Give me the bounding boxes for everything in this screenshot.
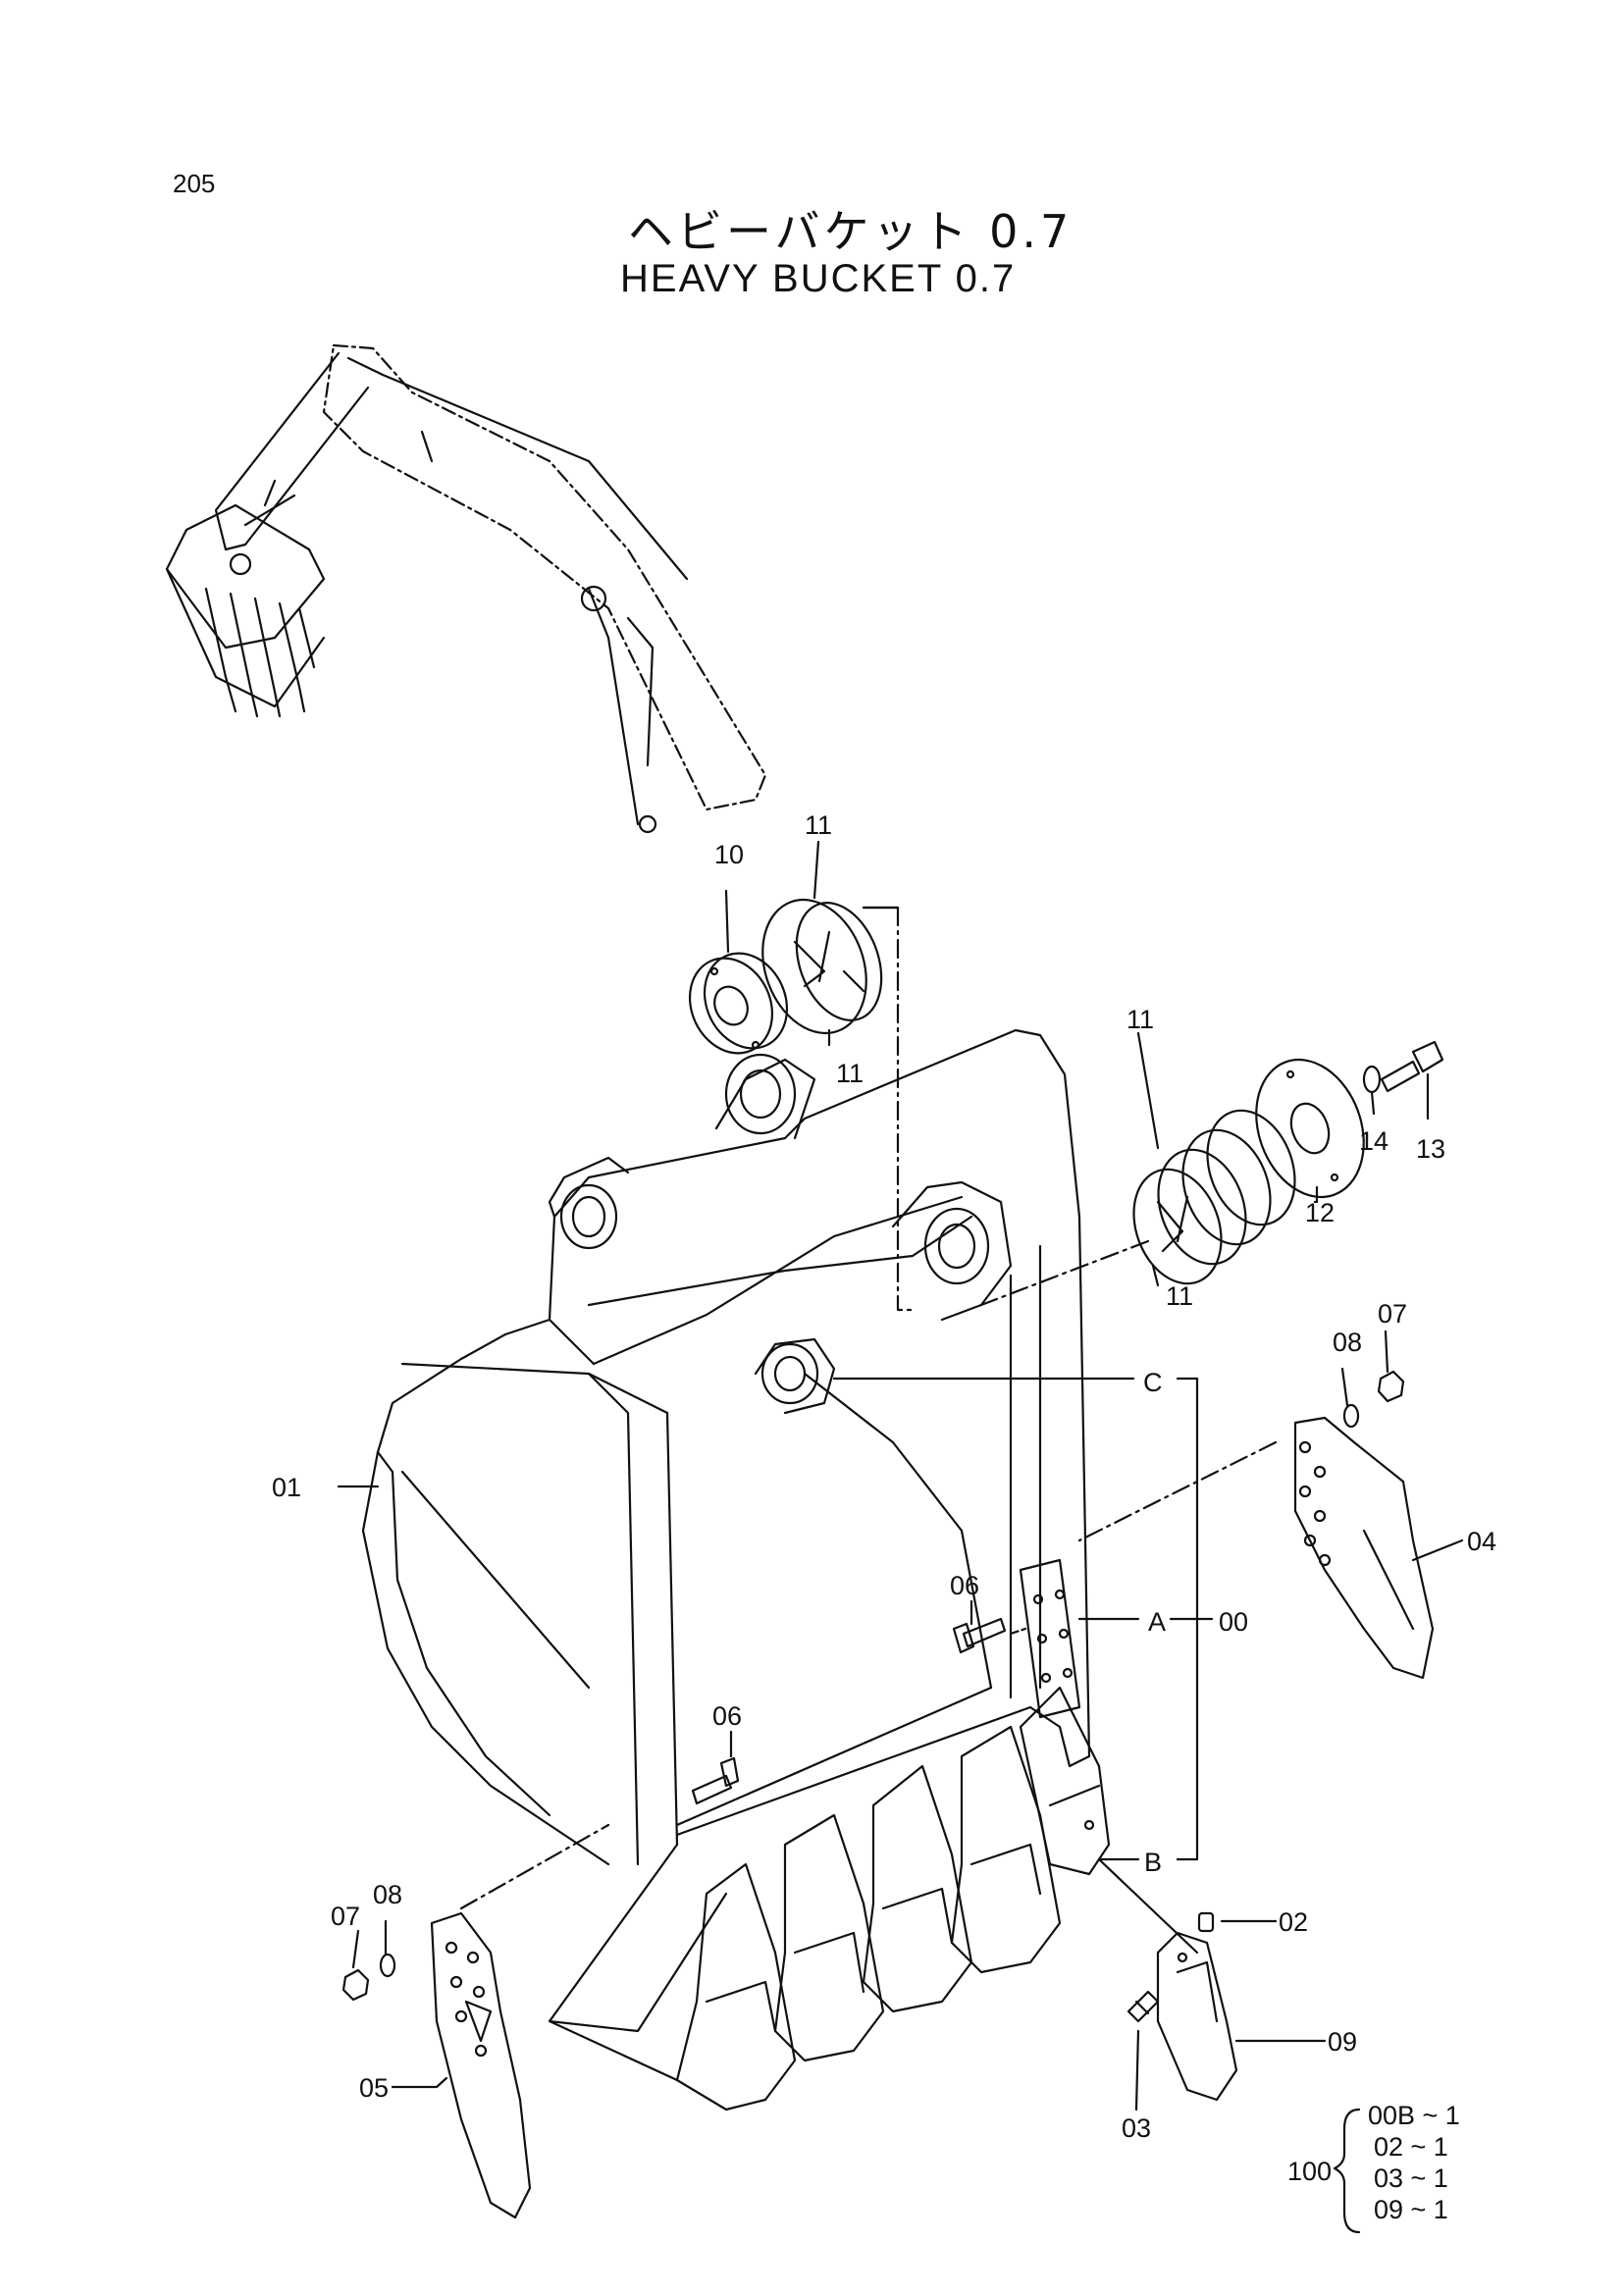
callout-11-right-upper: 11	[1126, 1005, 1154, 1034]
callout-07-right: 07	[1378, 1299, 1407, 1329]
part-05-side-cutter-left-illustration	[430, 1911, 532, 2219]
part-09-tooth-illustration	[1156, 1931, 1238, 2102]
callout-11-right-lower: 11	[1166, 1281, 1193, 1311]
callout-01: 01	[272, 1473, 301, 1502]
bucket-teeth-illustration	[675, 1686, 1111, 2112]
callout-14: 14	[1359, 1126, 1388, 1156]
callout-08-right: 08	[1333, 1328, 1362, 1357]
callout-09: 09	[1328, 2027, 1357, 2057]
part-01-bucket-body-illustration	[361, 1028, 1091, 2082]
part-08-washer-left-illustration	[379, 1953, 396, 1978]
callout-06-lower: 06	[712, 1701, 742, 1731]
callout-04: 04	[1467, 1527, 1496, 1556]
callout-05: 05	[359, 2073, 389, 2103]
part-06-bolt-upper-illustration	[952, 1617, 1007, 1654]
callout-11-top: 11	[805, 810, 832, 840]
kit-item: 02 ~ 1	[1374, 2132, 1448, 2162]
part-06-bolt-lower-illustration	[691, 1756, 740, 1805]
part-07-nut-right-illustration	[1377, 1370, 1405, 1403]
kit-item: 00B ~ 1	[1368, 2101, 1460, 2130]
callout-02: 02	[1279, 1907, 1308, 1937]
part-08-washer-right-illustration	[1342, 1403, 1360, 1429]
part-00-side-plate-illustration	[1019, 1558, 1081, 1719]
part-02-pin-lock-illustration	[1197, 1911, 1215, 1933]
kit-item: 09 ~ 1	[1374, 2195, 1448, 2224]
part-12-plate-illustration	[1255, 1058, 1365, 1199]
part-11-shims-left-illustration	[761, 898, 883, 1035]
part-03-pin-illustration	[1126, 1990, 1160, 2023]
callout-ref-c: C	[1143, 1368, 1163, 1397]
part-11-shims-right-illustration	[1132, 1109, 1296, 1285]
callout-08-left: 08	[373, 1880, 402, 1909]
bucket-boss-illustration	[548, 1053, 1013, 1415]
kit-item: 03 ~ 1	[1374, 2164, 1448, 2193]
callout-13: 13	[1416, 1134, 1445, 1164]
callout-10: 10	[714, 840, 744, 869]
part-14-washer-illustration	[1362, 1065, 1382, 1094]
callout-00: 00	[1219, 1607, 1248, 1637]
part-10-collar-illustration	[688, 952, 789, 1055]
callout-06-upper: 06	[950, 1571, 979, 1600]
callout-ref-b: B	[1144, 1848, 1162, 1877]
excavator-arm-illustration	[165, 343, 767, 834]
part-13-bolt-illustration	[1380, 1040, 1444, 1093]
part-04-side-cutter-right-illustration	[1293, 1416, 1435, 1680]
kit-number: 100	[1287, 2157, 1332, 2186]
callout-12: 12	[1305, 1198, 1335, 1227]
callout-03: 03	[1122, 2113, 1151, 2143]
part-07-nut-left-illustration	[341, 1968, 370, 2002]
callout-ref-a: A	[1148, 1607, 1166, 1637]
callout-11-left: 11	[836, 1059, 864, 1088]
callout-07-left: 07	[331, 1902, 360, 1931]
title-english: HEAVY BUCKET 0.7	[620, 257, 1017, 300]
title-japanese: ヘビーバケット 0.7	[628, 205, 1074, 258]
page-number: 205	[173, 169, 216, 198]
